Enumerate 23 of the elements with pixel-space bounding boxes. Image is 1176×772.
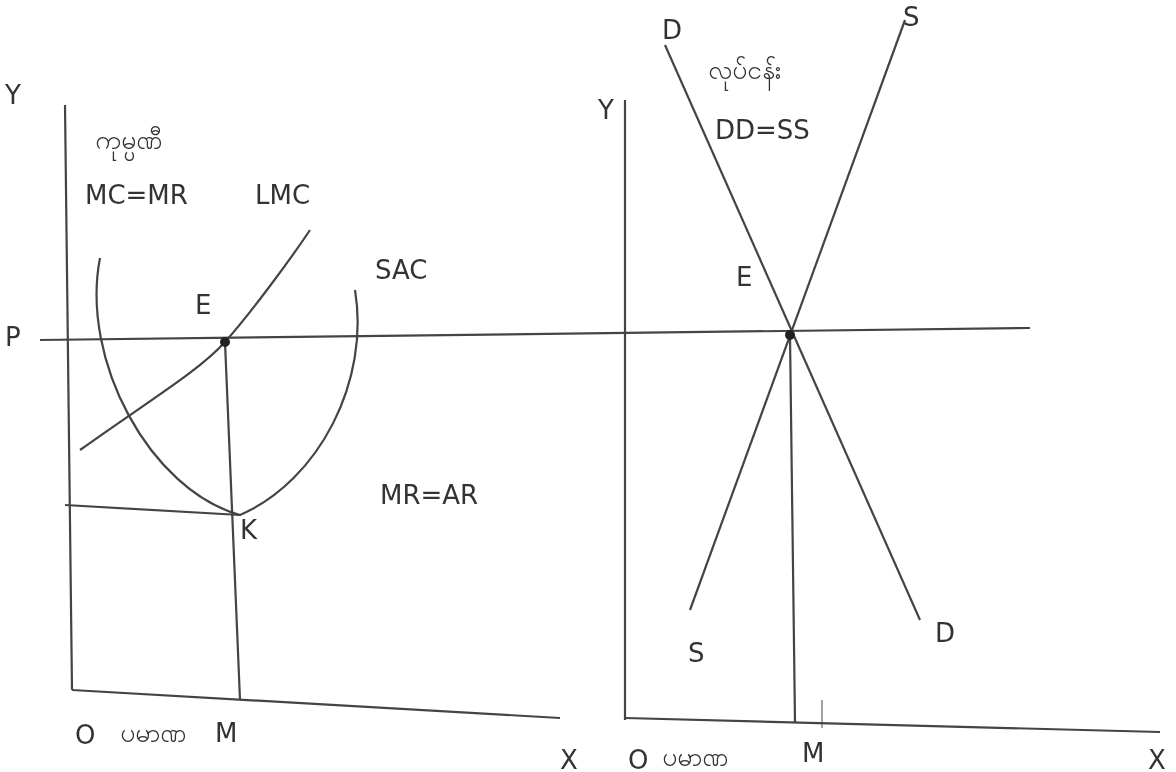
condition-text: MC=MR xyxy=(85,180,188,212)
curve-label: D xyxy=(662,15,683,47)
point-label: K xyxy=(240,515,258,547)
curve-label: LMC xyxy=(255,180,311,212)
axis-label: X xyxy=(560,745,578,772)
price-label: P xyxy=(5,322,21,354)
condition-text: DD=SS xyxy=(715,115,810,147)
curve-label: S xyxy=(903,2,920,34)
point-label: E xyxy=(736,262,753,294)
axis-title: ပမာဏ xyxy=(120,718,186,750)
tick-label: M xyxy=(802,738,825,770)
point-label: E xyxy=(195,290,212,322)
origin-label: O xyxy=(628,745,649,772)
curve-label: SAC xyxy=(375,255,428,287)
curve-label: D xyxy=(935,618,956,650)
tick-label: M xyxy=(215,718,238,750)
curve-label: MR=AR xyxy=(380,480,479,512)
origin-label: O xyxy=(75,720,96,752)
axis-title: ပမာဏ xyxy=(662,742,728,772)
curve-label: S xyxy=(688,638,705,670)
axis-label: Y xyxy=(5,80,21,112)
axis-label: Y xyxy=(598,95,614,127)
axis-label: X xyxy=(1148,745,1166,772)
